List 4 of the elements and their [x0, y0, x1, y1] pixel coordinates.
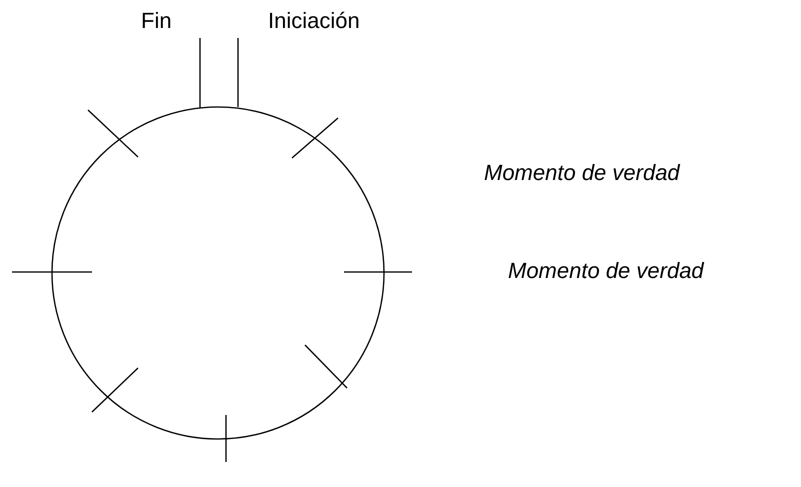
text-label: Momento de verdad [508, 260, 704, 282]
text-label: Momento de verdad [484, 162, 680, 184]
text-label: Iniciación [268, 10, 360, 32]
text-label: Fin [141, 10, 172, 32]
